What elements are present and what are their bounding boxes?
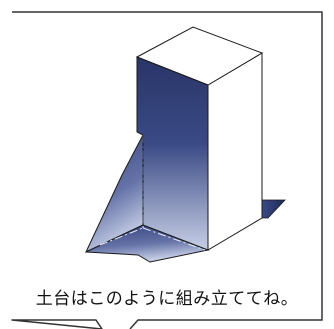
box-front-face (136, 56, 209, 251)
box-side-face (207, 52, 263, 251)
instruction-caption: 土台はこのように組み立ててね。 (35, 289, 299, 309)
base-flap-bottom (85, 224, 210, 263)
fold-lines (99, 135, 206, 251)
